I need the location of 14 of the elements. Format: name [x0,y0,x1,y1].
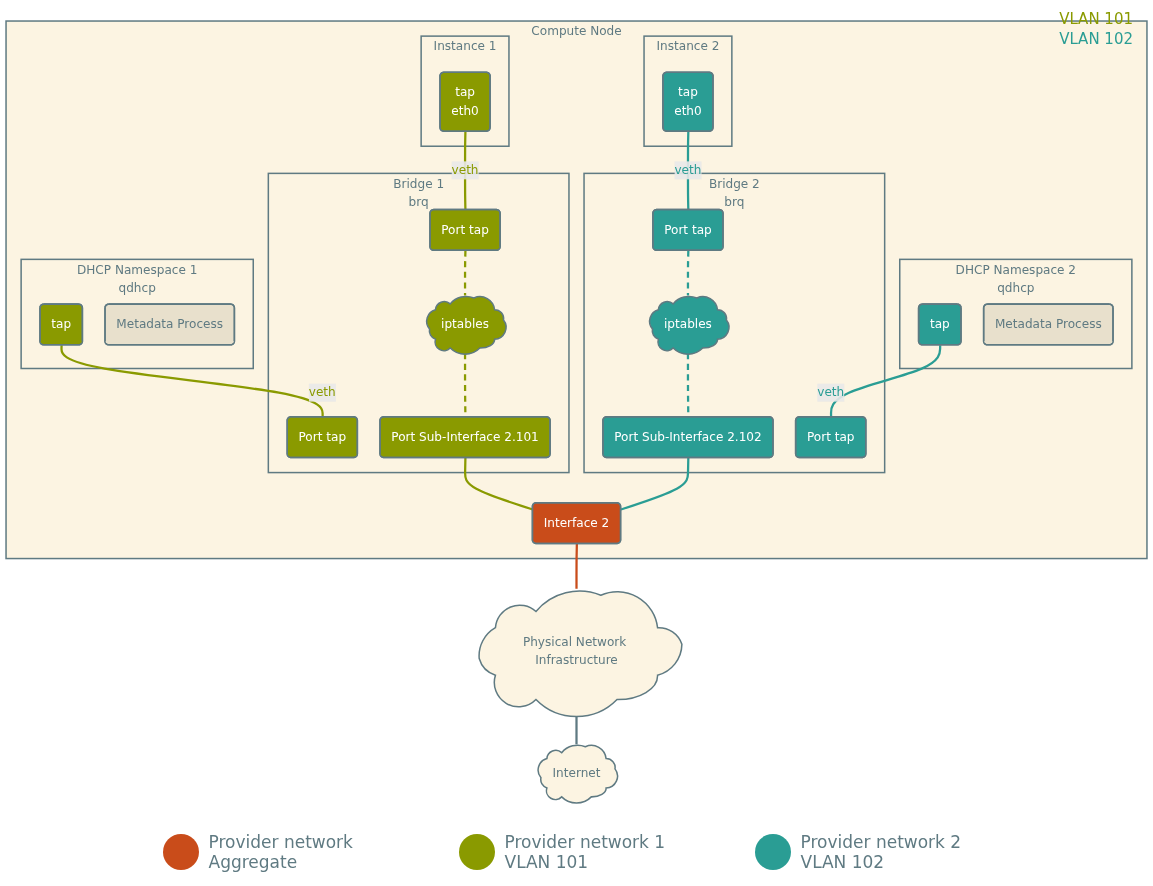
legend-label: Provider network 1 VLAN 101 [504,832,667,872]
connector [620,457,690,511]
connector [60,345,324,418]
edge-label: veth [674,162,702,178]
edge-label: veth [451,162,479,178]
connector [575,543,578,589]
legend-label: Provider network Aggregate [208,832,354,872]
vlan-label: VLAN 102 [1059,30,1133,48]
edge-label: veth [308,385,336,400]
edge-label: veth [817,385,845,400]
connector [829,345,942,418]
connector [463,250,467,296]
legend-label: Provider network 2 VLAN 102 [800,832,963,872]
connector [686,250,690,296]
